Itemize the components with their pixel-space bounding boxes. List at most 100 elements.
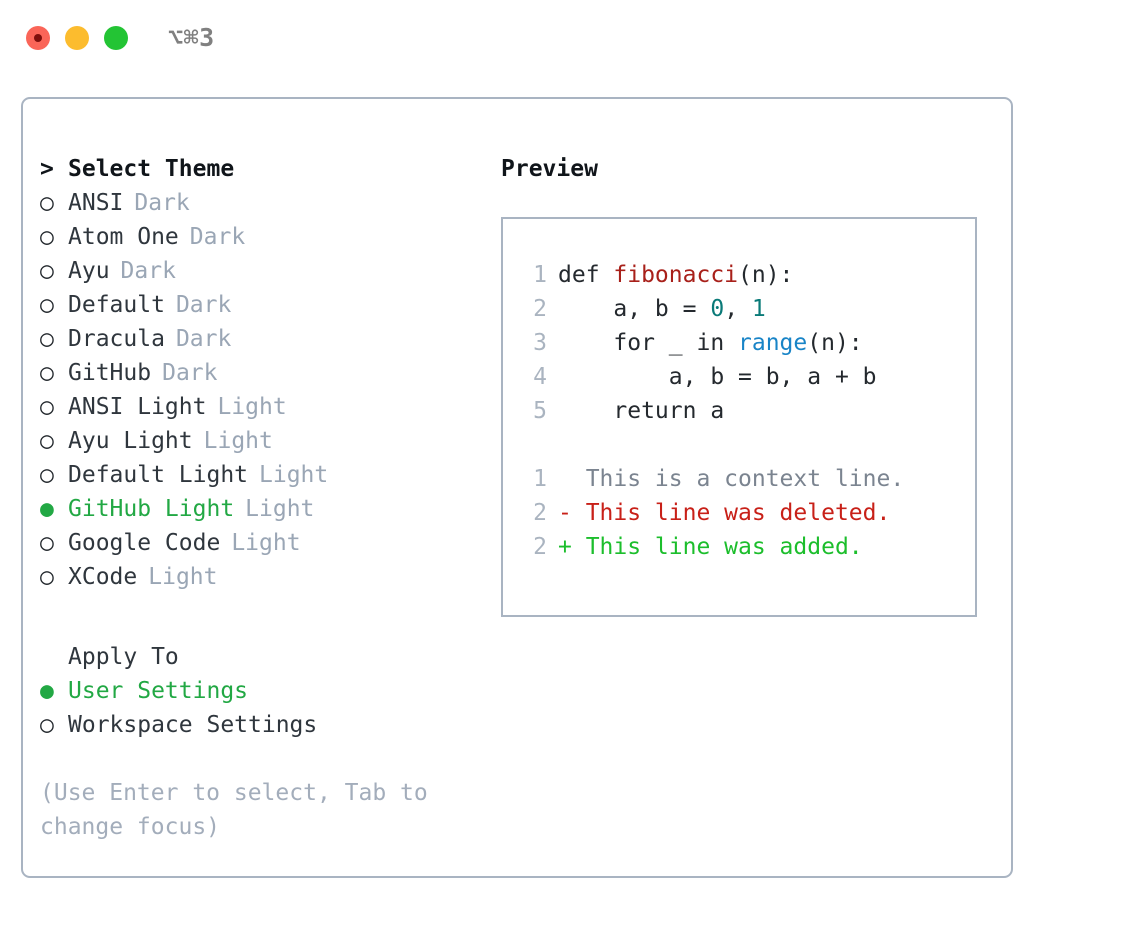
radio-unselected-icon: ○ <box>40 462 54 488</box>
radio-unselected-icon: ○ <box>40 258 54 284</box>
code-line: 2 a, b = 0, 1 <box>503 292 975 326</box>
code-line-number: 2 <box>533 296 547 322</box>
theme-option-label: Ayu <box>68 258 110 284</box>
theme-option-github-light[interactable]: ● GitHub Light Light <box>40 492 480 526</box>
select-theme-title: Select Theme <box>68 156 235 182</box>
radio-unselected-icon: ○ <box>40 564 54 590</box>
zoom-button[interactable] <box>104 26 128 50</box>
theme-variant-badge: Light <box>231 530 301 556</box>
code-line-text: def fibonacci(n): <box>547 258 793 292</box>
theme-option-ansi-light[interactable]: ○ ANSI Light Light <box>40 390 480 424</box>
theme-option-label: GitHub Light <box>68 496 235 522</box>
theme-variant-badge: Dark <box>175 326 232 352</box>
code-token: 0 <box>710 296 725 322</box>
diff-line-text: This is a context line. <box>558 466 905 492</box>
apply-to-option-list: ● User Settings ○ Workspace Settings <box>40 674 480 742</box>
preview-title: Preview <box>501 156 598 182</box>
theme-option-label: GitHub <box>68 360 152 386</box>
radio-selected-icon: ● <box>40 496 54 522</box>
code-line-text: for _ in range(n): <box>547 326 863 360</box>
theme-variant-badge: Light <box>148 564 218 590</box>
code-line-text: return a <box>547 394 724 428</box>
diff-line: 1 This is a context line. <box>503 462 975 496</box>
apply-to-title: Apply To <box>68 644 179 670</box>
code-token: fibonacci <box>613 262 739 288</box>
theme-option-label: Ayu Light <box>68 428 193 454</box>
theme-variant-badge: Dark <box>189 224 246 250</box>
apply-to-option-user-settings[interactable]: ● User Settings <box>40 674 480 708</box>
radio-unselected-icon: ○ <box>40 292 54 318</box>
code-token: 1 <box>751 296 766 322</box>
radio-selected-icon: ● <box>40 678 54 704</box>
code-line-text: a, b = b, a + b <box>547 360 877 394</box>
code-token: range <box>738 330 808 356</box>
theme-variant-badge: Dark <box>175 292 232 318</box>
code-token: a, b = b, a + b <box>558 364 877 390</box>
diff-line: 2+ This line was added. <box>503 530 975 564</box>
apply-to-option-workspace-settings[interactable]: ○ Workspace Settings <box>40 708 480 742</box>
apply-to-option-label: Workspace Settings <box>68 712 318 738</box>
diff-line-number: 2 <box>533 500 547 526</box>
theme-option-ayu-light[interactable]: ○ Ayu Light Light <box>40 424 480 458</box>
theme-option-label: Atom One <box>68 224 179 250</box>
code-line-number: 3 <box>533 330 547 356</box>
code-token: def <box>558 262 614 288</box>
focus-caret-icon: > <box>40 156 54 182</box>
radio-unselected-icon: ○ <box>40 224 54 250</box>
diff-line-number: 2 <box>533 534 547 560</box>
code-line-text: a, b = 0, 1 <box>547 292 766 326</box>
theme-option-label: ANSI <box>68 190 124 216</box>
radio-unselected-icon: ○ <box>40 394 54 420</box>
theme-variant-badge: Light <box>217 394 287 420</box>
theme-variant-badge: Dark <box>162 360 218 386</box>
radio-unselected-icon: ○ <box>40 326 54 352</box>
radio-unselected-icon: ○ <box>40 712 54 738</box>
keyboard-hint-text: (Use Enter to select, Tab to change focu… <box>40 780 428 840</box>
theme-variant-badge: Light <box>245 496 315 522</box>
theme-option-xcode[interactable]: ○ XCode Light <box>40 560 480 594</box>
theme-option-dracula[interactable]: ○ Dracula Dark <box>40 322 480 356</box>
code-line-number: 1 <box>533 262 547 288</box>
theme-option-label: ANSI Light <box>68 394 207 420</box>
theme-option-github[interactable]: ○ GitHub Dark <box>40 356 480 390</box>
code-line: 3 for _ in range(n): <box>503 326 975 360</box>
minimize-button[interactable] <box>65 26 89 50</box>
code-line: 4 a, b = b, a + b <box>503 360 975 394</box>
theme-variant-badge: Light <box>203 428 273 454</box>
window-controls <box>26 26 128 50</box>
code-token: for _ in <box>558 330 739 356</box>
diff-line-number: 1 <box>533 466 547 492</box>
code-token: a, b = <box>558 296 711 322</box>
theme-option-default[interactable]: ○ Default Dark <box>40 288 480 322</box>
radio-unselected-icon: ○ <box>40 428 54 454</box>
theme-option-label: Google Code <box>68 530 221 556</box>
diff-spacer <box>503 428 975 462</box>
apply-to-option-label: User Settings <box>68 678 249 704</box>
code-line: 5 return a <box>503 394 975 428</box>
theme-option-label: Dracula <box>68 326 165 352</box>
title-bar: ⌥⌘3 <box>0 0 1140 78</box>
keyboard-shortcut-label: ⌥⌘3 <box>168 23 215 52</box>
theme-variant-badge: Light <box>259 462 329 488</box>
theme-option-label: XCode <box>68 564 138 590</box>
select-theme-heading: > Select Theme <box>40 152 480 186</box>
code-token: (n): <box>807 330 863 356</box>
radio-unselected-icon: ○ <box>40 190 54 216</box>
radio-unselected-icon: ○ <box>40 360 54 386</box>
close-button[interactable] <box>26 26 50 50</box>
section-spacer <box>40 594 480 640</box>
code-token: return a <box>558 398 725 424</box>
theme-option-label: Default <box>68 292 165 318</box>
theme-option-atom-one[interactable]: ○ Atom One Dark <box>40 220 480 254</box>
